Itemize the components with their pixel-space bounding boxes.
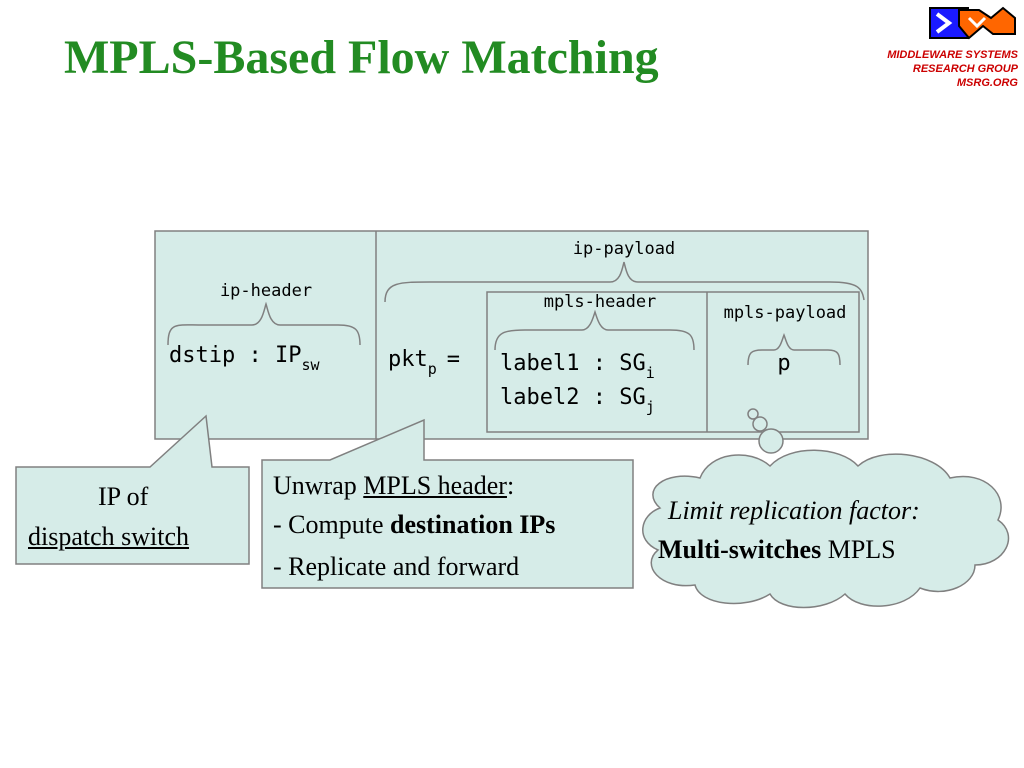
label2-subscript: j — [646, 398, 655, 416]
ip-callout-line1: IP of — [98, 482, 149, 511]
label1-text: label1 : SG — [500, 351, 646, 376]
cloud-shape — [642, 449, 1010, 609]
cloud-line1: Limit replication factor: — [668, 496, 920, 525]
thought-bubble-medium — [752, 416, 768, 432]
cloud-bold: Multi-switches — [658, 535, 822, 564]
cloud-line2: Multi-switches MPLS — [658, 533, 896, 567]
mpls-box — [486, 291, 860, 433]
dstip-text: dstip : IP — [169, 343, 301, 368]
payload-p: p — [777, 351, 790, 376]
unwrap-callout-line2: - Compute destination IPs — [273, 508, 555, 542]
logo-line-3: MSRG.ORG — [956, 77, 1018, 89]
thought-bubble-small — [747, 408, 759, 420]
msrg-logo — [929, 6, 1016, 40]
mpls-header-brace — [494, 309, 695, 351]
ip-header-brace — [167, 301, 361, 346]
pkt-field: pktp = — [388, 347, 460, 378]
ip-callout-shape — [15, 414, 250, 565]
unwrap-callout-shape — [261, 418, 634, 589]
compute-bold: destination IPs — [390, 510, 556, 539]
cloud-suffix: MPLS — [821, 535, 896, 564]
label1-field: label1 : SGi — [500, 351, 655, 382]
label2-text: label2 : SG — [500, 385, 646, 410]
pkt-text: pkt — [388, 347, 428, 372]
label2-field: label2 : SGj — [500, 385, 655, 416]
ip-payload-label: ip-payload — [573, 239, 675, 259]
dstip-field: dstip : IPsw — [169, 343, 320, 374]
label1-subscript: i — [646, 364, 655, 382]
unwrap-prefix: Unwrap — [273, 471, 364, 500]
mpls-payload-brace — [747, 332, 841, 366]
unwrap-suffix: : — [506, 471, 515, 500]
logo-line-2: RESEARCH GROUP — [912, 63, 1018, 75]
ip-callout-line2: dispatch switch — [28, 522, 190, 551]
mpls-header-link: MPLS header — [363, 471, 507, 500]
dstip-subscript: sw — [301, 356, 320, 374]
mpls-payload-label: mpls-payload — [724, 303, 847, 323]
mpls-header-label: mpls-header — [544, 292, 657, 312]
unwrap-callout-line1: Unwrap MPLS header: — [273, 469, 514, 503]
ip-header-label: ip-header — [220, 281, 312, 301]
slide-title: MPLS-Based Flow Matching — [64, 31, 659, 84]
thought-bubble-large — [758, 428, 784, 454]
logo-caption: MIDDLEWARE SYSTEMS RESEARCH GROUP MSRG.O… — [887, 48, 1018, 90]
compute-prefix: - Compute — [273, 510, 390, 539]
unwrap-callout-line3: - Replicate and forward — [273, 552, 520, 581]
pkt-subscript: p — [428, 360, 437, 378]
logo-line-1: MIDDLEWARE SYSTEMS — [887, 49, 1018, 61]
ip-payload-brace — [384, 261, 865, 303]
pkt-equals: = — [447, 347, 460, 372]
